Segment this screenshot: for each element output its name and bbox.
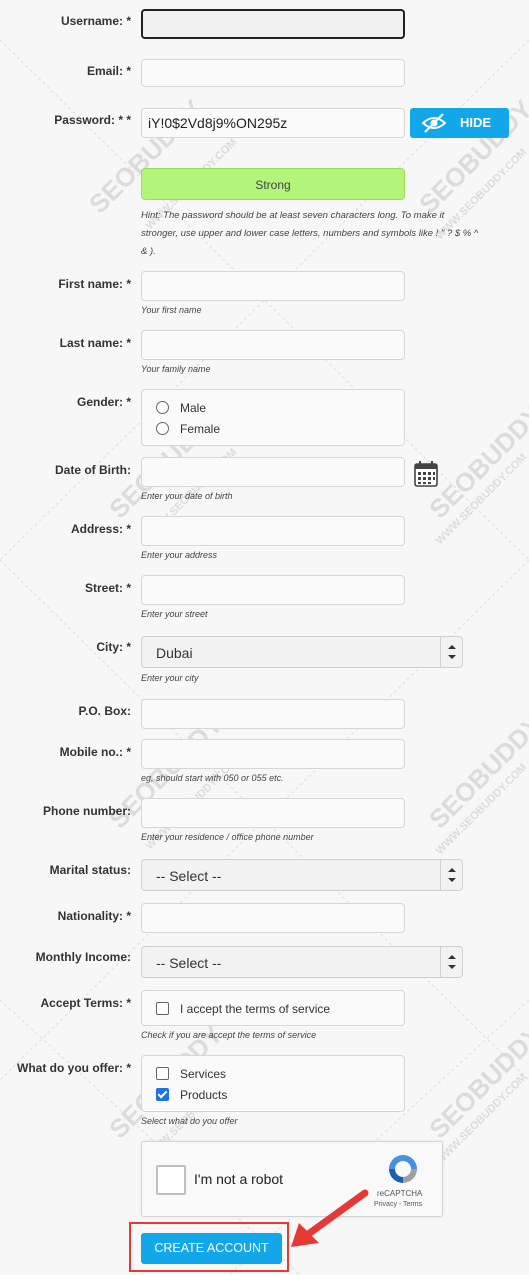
city-select[interactable]: Dubai [141, 636, 463, 668]
terms-checkbox-option[interactable]: I accept the terms of service [156, 1002, 330, 1016]
highlight-frame [129, 1222, 289, 1272]
hide-label: HIDE [460, 115, 492, 130]
offer-products-label: Products [180, 1088, 228, 1102]
password-input[interactable] [141, 108, 405, 138]
address-label: Address: * [70, 522, 131, 536]
address-input[interactable] [141, 516, 405, 546]
create-account-button[interactable]: CREATE ACCOUNT [141, 1233, 282, 1264]
street-input[interactable] [141, 575, 405, 605]
hide-password-button[interactable]: HIDE [410, 108, 509, 138]
checkbox-icon[interactable] [156, 1002, 169, 1015]
street-label: Street: * [84, 581, 131, 595]
offer-checkbox-group: Services Products [141, 1055, 405, 1112]
first-name-help: Your first name [141, 305, 202, 315]
eye-slash-icon [421, 113, 447, 133]
phone-help: Enter your residence / office phone numb… [141, 832, 314, 842]
watermark-url: WWW.SEOBUDDY.COM [434, 1071, 529, 1167]
username-label: Username: * [60, 14, 131, 28]
select-arrows-icon [440, 637, 462, 667]
gender-option-female[interactable]: Female [156, 422, 220, 436]
dob-label: Date of Birth: [55, 463, 131, 477]
first-name-label: First name: * [58, 277, 131, 291]
gender-male-label: Male [180, 401, 207, 415]
recaptcha-logo-icon [389, 1155, 417, 1183]
nationality-input[interactable] [141, 903, 405, 933]
marital-value: -- Select -- [156, 868, 222, 884]
watermark-text: SEOBUDDY [423, 399, 529, 524]
password-strength-meter: Strong [141, 168, 405, 200]
mobile-help: eg, should start with 050 or 055 etc. [141, 773, 284, 783]
street-help: Enter your street [141, 609, 208, 619]
checkbox-checked-icon[interactable] [156, 1088, 169, 1101]
create-account-label: CREATE ACCOUNT [154, 1241, 269, 1255]
checkbox-icon[interactable] [156, 1067, 169, 1080]
phone-input[interactable] [141, 798, 405, 828]
recaptcha-label: I'm not a robot [194, 1171, 284, 1187]
offer-services-label: Services [180, 1067, 227, 1081]
recaptcha-checkbox[interactable] [156, 1165, 186, 1195]
mobile-label: Mobile no.: * [59, 745, 131, 759]
po-box-input[interactable] [141, 699, 405, 729]
terms-option-label: I accept the terms of service [180, 1002, 331, 1016]
password-label: Password: * * [54, 113, 131, 127]
gender-option-male[interactable]: Male [156, 401, 206, 415]
first-name-input[interactable] [141, 271, 405, 301]
gender-label: Gender: * [76, 395, 131, 409]
dob-input[interactable] [141, 457, 405, 487]
watermark-url: WWW.SEOBUDDY.COM [434, 451, 529, 547]
income-select[interactable]: -- Select -- [141, 946, 463, 978]
strength-label: Strong [255, 178, 291, 192]
terms-label: Accept Terms: * [40, 996, 131, 1010]
select-arrows-icon [440, 947, 462, 977]
address-help: Enter your address [141, 550, 218, 560]
offer-label: What do you offer: * [17, 1061, 131, 1075]
income-value: -- Select -- [156, 955, 222, 971]
terms-help: Check if you are accept the terms of ser… [141, 1030, 317, 1040]
email-input[interactable] [141, 59, 405, 87]
pointer-arrow-icon [291, 1189, 369, 1247]
email-label: Email: * [86, 64, 131, 78]
po-box-label: P.O. Box: [78, 704, 131, 718]
income-label: Monthly Income: [35, 950, 131, 964]
gender-female-label: Female [180, 422, 221, 436]
recaptcha-brand: reCAPTCHA [377, 1189, 423, 1198]
last-name-help: Your family name [141, 364, 211, 374]
watermark-text: SEOBUDDY [423, 709, 529, 834]
last-name-input[interactable] [141, 330, 405, 360]
marital-select[interactable]: -- Select -- [141, 859, 463, 891]
radio-icon[interactable] [156, 401, 169, 414]
offer-option-products[interactable]: Products [156, 1088, 227, 1102]
username-input[interactable] [141, 9, 405, 39]
select-arrows-icon [440, 860, 462, 890]
marital-label: Marital status: [49, 863, 131, 877]
recaptcha-widget: I'm not a robot reCAPTCHA Privacy - Term… [141, 1141, 443, 1217]
password-hint: Hint: The password should be at least se… [141, 210, 479, 257]
watermark-text: SEOBUDDY [423, 1019, 529, 1144]
offer-option-services[interactable]: Services [156, 1067, 226, 1081]
last-name-label: Last name: * [59, 336, 131, 350]
watermark-url: WWW.SEOBUDDY.COM [434, 761, 529, 857]
dob-help: Enter your date of birth [141, 491, 233, 501]
offer-help: Select what do you offer [141, 1116, 238, 1126]
city-value: Dubai [156, 645, 193, 661]
calendar-icon[interactable] [414, 461, 438, 487]
terms-box: I accept the terms of service [141, 990, 405, 1026]
phone-label: Phone number: [42, 804, 131, 818]
mobile-input[interactable] [141, 739, 405, 769]
city-label: City: * [96, 640, 131, 654]
recaptcha-links[interactable]: Privacy - Terms [374, 1201, 423, 1208]
nationality-label: Nationality: * [57, 909, 131, 923]
city-help: Enter your city [141, 673, 199, 683]
gender-radio-group: Male Female [141, 389, 405, 446]
radio-icon[interactable] [156, 422, 169, 435]
